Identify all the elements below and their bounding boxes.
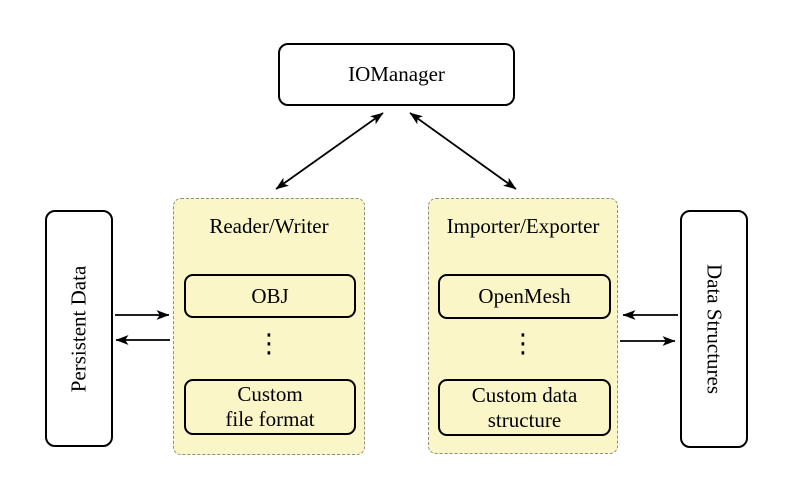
node-openmesh: OpenMesh <box>438 274 611 319</box>
node-data-structures-label: Data Structures <box>702 263 727 395</box>
node-obj: OBJ <box>184 274 356 318</box>
arrow-iomanager-readerwriter <box>275 112 384 190</box>
node-openmesh-label: OpenMesh <box>478 284 571 309</box>
node-custom-file-format: Custom file format <box>184 379 356 435</box>
group-importer-exporter: Importer/Exporter OpenMesh ⋮ Custom data… <box>428 198 618 454</box>
group-importer-exporter-title: Importer/Exporter <box>446 214 600 238</box>
group-reader-writer-title: Reader/Writer <box>209 214 329 238</box>
arrow-iomanager-importerexporter <box>409 112 517 190</box>
node-custom-file-format-label: Custom file format <box>225 382 315 431</box>
node-data-structures: Data Structures <box>680 210 748 448</box>
node-iomanager: IOManager <box>278 43 515 106</box>
vertical-ellipsis-icon: ⋮ <box>256 329 282 359</box>
node-persistent-data: Persistent Data <box>45 210 113 447</box>
vertical-ellipsis-icon: ⋮ <box>510 329 536 359</box>
node-custom-data-structure-label: Custom data structure <box>471 382 578 432</box>
node-persistent-data-label: Persistent Data <box>66 265 91 392</box>
node-obj-label: OBJ <box>251 283 289 308</box>
group-reader-writer: Reader/Writer OBJ ⋮ Custom file format <box>173 198 365 455</box>
node-custom-data-structure: Custom data structure <box>438 379 611 436</box>
node-iomanager-label: IOManager <box>348 62 445 86</box>
